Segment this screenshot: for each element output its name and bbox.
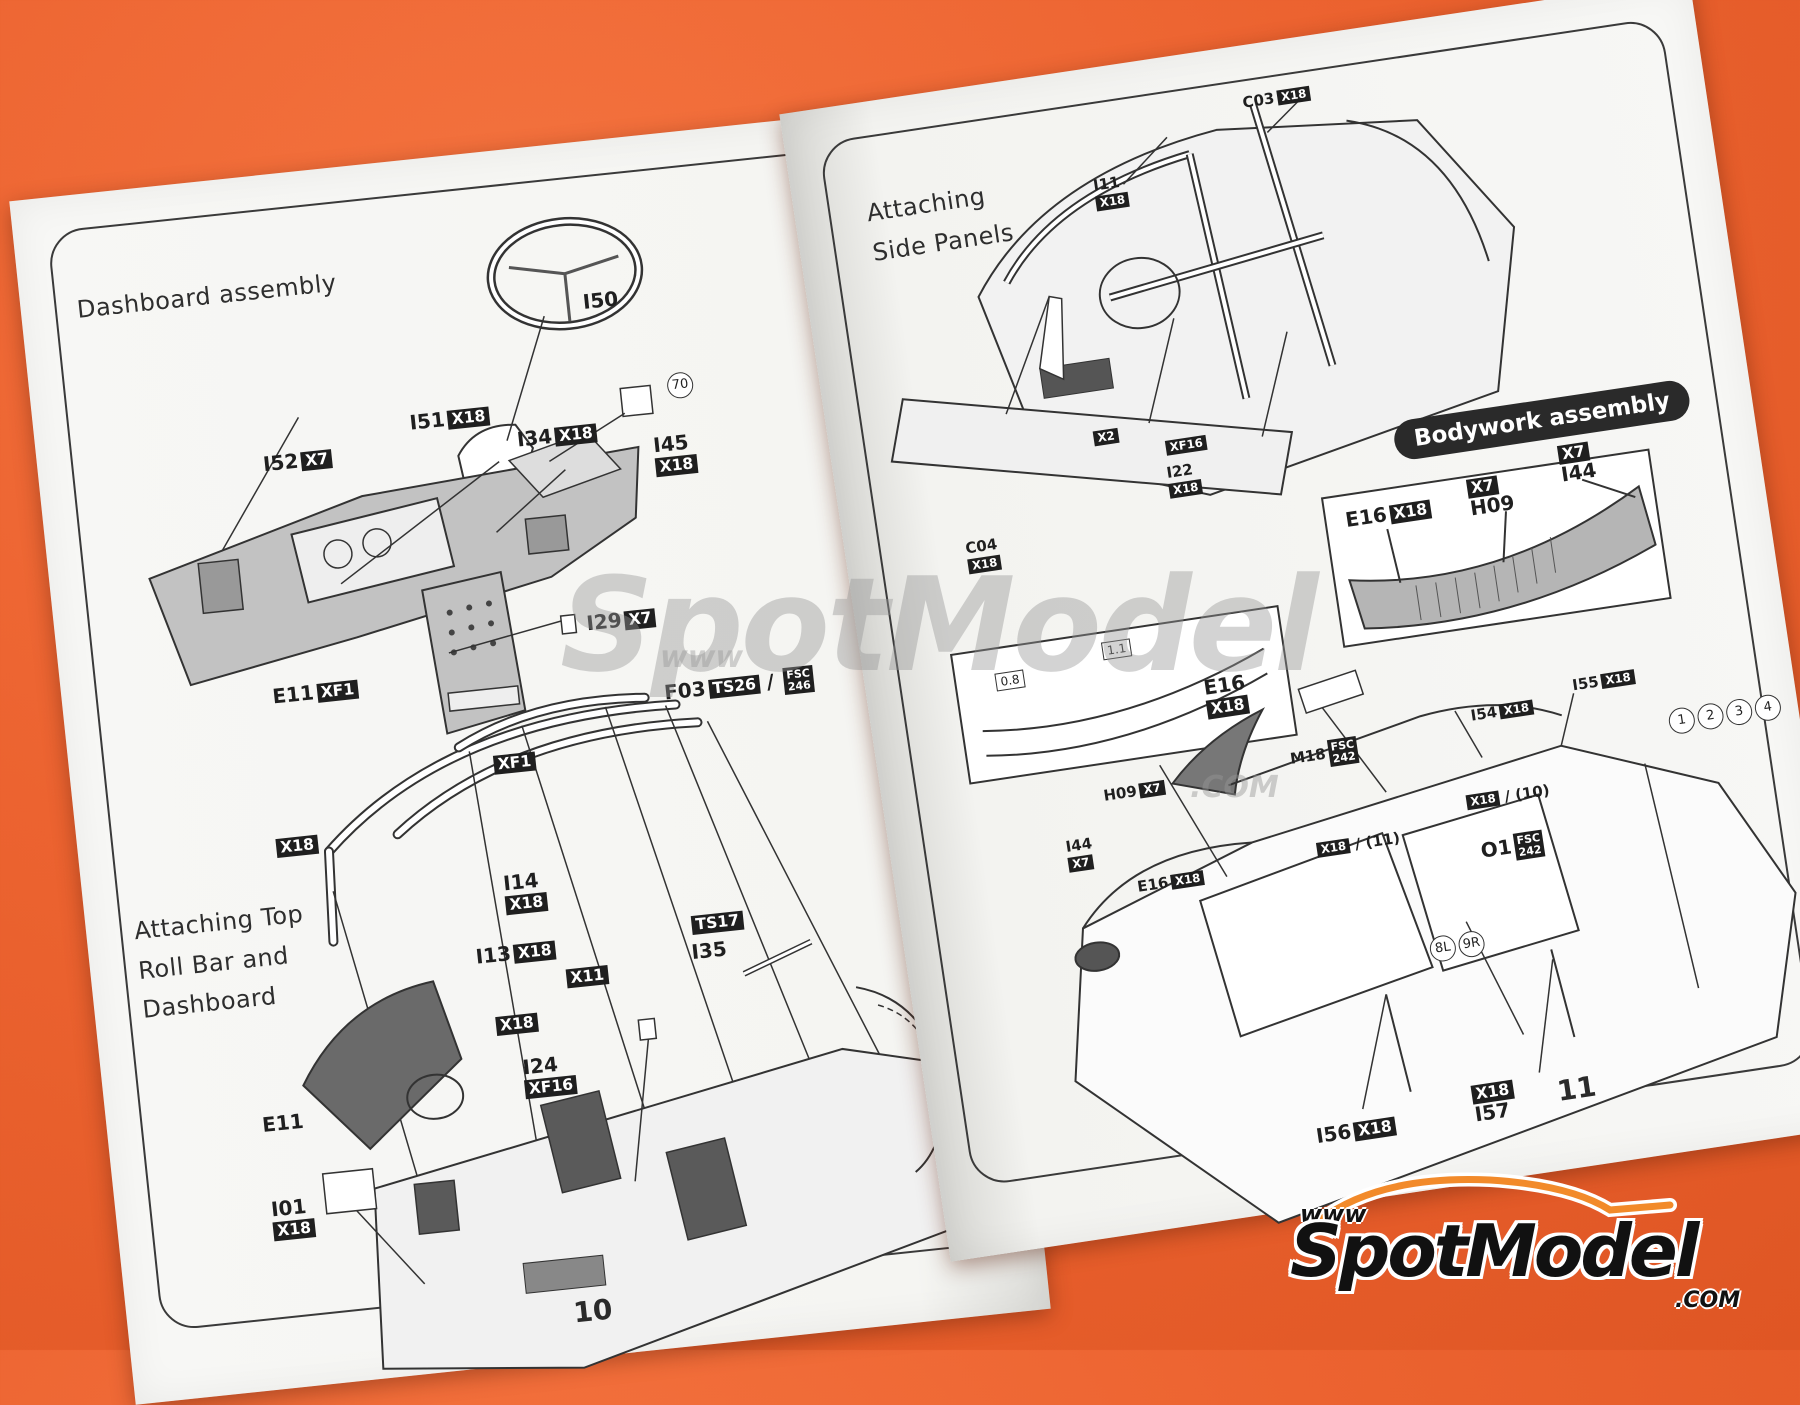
left-page-illustration bbox=[148, 216, 1007, 1370]
watermark-brand: SpotModel bbox=[560, 549, 1319, 701]
roll-bar-section-title: Attaching Top Roll Bar and Dashboard bbox=[132, 899, 305, 1025]
instruction-booklet-photo: Dashboard assembly bbox=[9, 0, 1800, 1405]
watermark-www: www bbox=[660, 640, 744, 675]
page-number-left: 10 bbox=[571, 1292, 615, 1330]
car-interior-drawing bbox=[373, 986, 1007, 1370]
steering-wheel-drawing bbox=[486, 216, 644, 331]
dashboard-drawing bbox=[148, 445, 640, 735]
logo-com: .COM bbox=[1675, 1288, 1741, 1313]
spotmodel-logo: www SpotModel .COM bbox=[1280, 1170, 1760, 1320]
logo-car-swoosh-icon bbox=[1313, 1172, 1677, 1227]
watermark-com: .COM bbox=[1190, 770, 1279, 805]
right-page: Attaching Side Panels bbox=[779, 0, 1800, 1262]
side-panel-inset-drawing bbox=[949, 604, 1298, 785]
logo-www: www bbox=[1300, 1200, 1367, 1228]
page-number-right: 11 bbox=[1554, 1069, 1599, 1108]
right-page-illustration bbox=[890, 96, 1797, 1224]
part-i35: I35 bbox=[690, 936, 728, 965]
interior-rollcage-drawing bbox=[977, 103, 1516, 496]
logo-brand: SpotModel bbox=[1290, 1209, 1699, 1293]
part-e11-side: E11 bbox=[260, 1108, 305, 1137]
part-i50: I50 bbox=[581, 286, 620, 314]
left-page: Dashboard assembly bbox=[9, 105, 1051, 1405]
bodywork-inset-drawing bbox=[1320, 448, 1672, 648]
